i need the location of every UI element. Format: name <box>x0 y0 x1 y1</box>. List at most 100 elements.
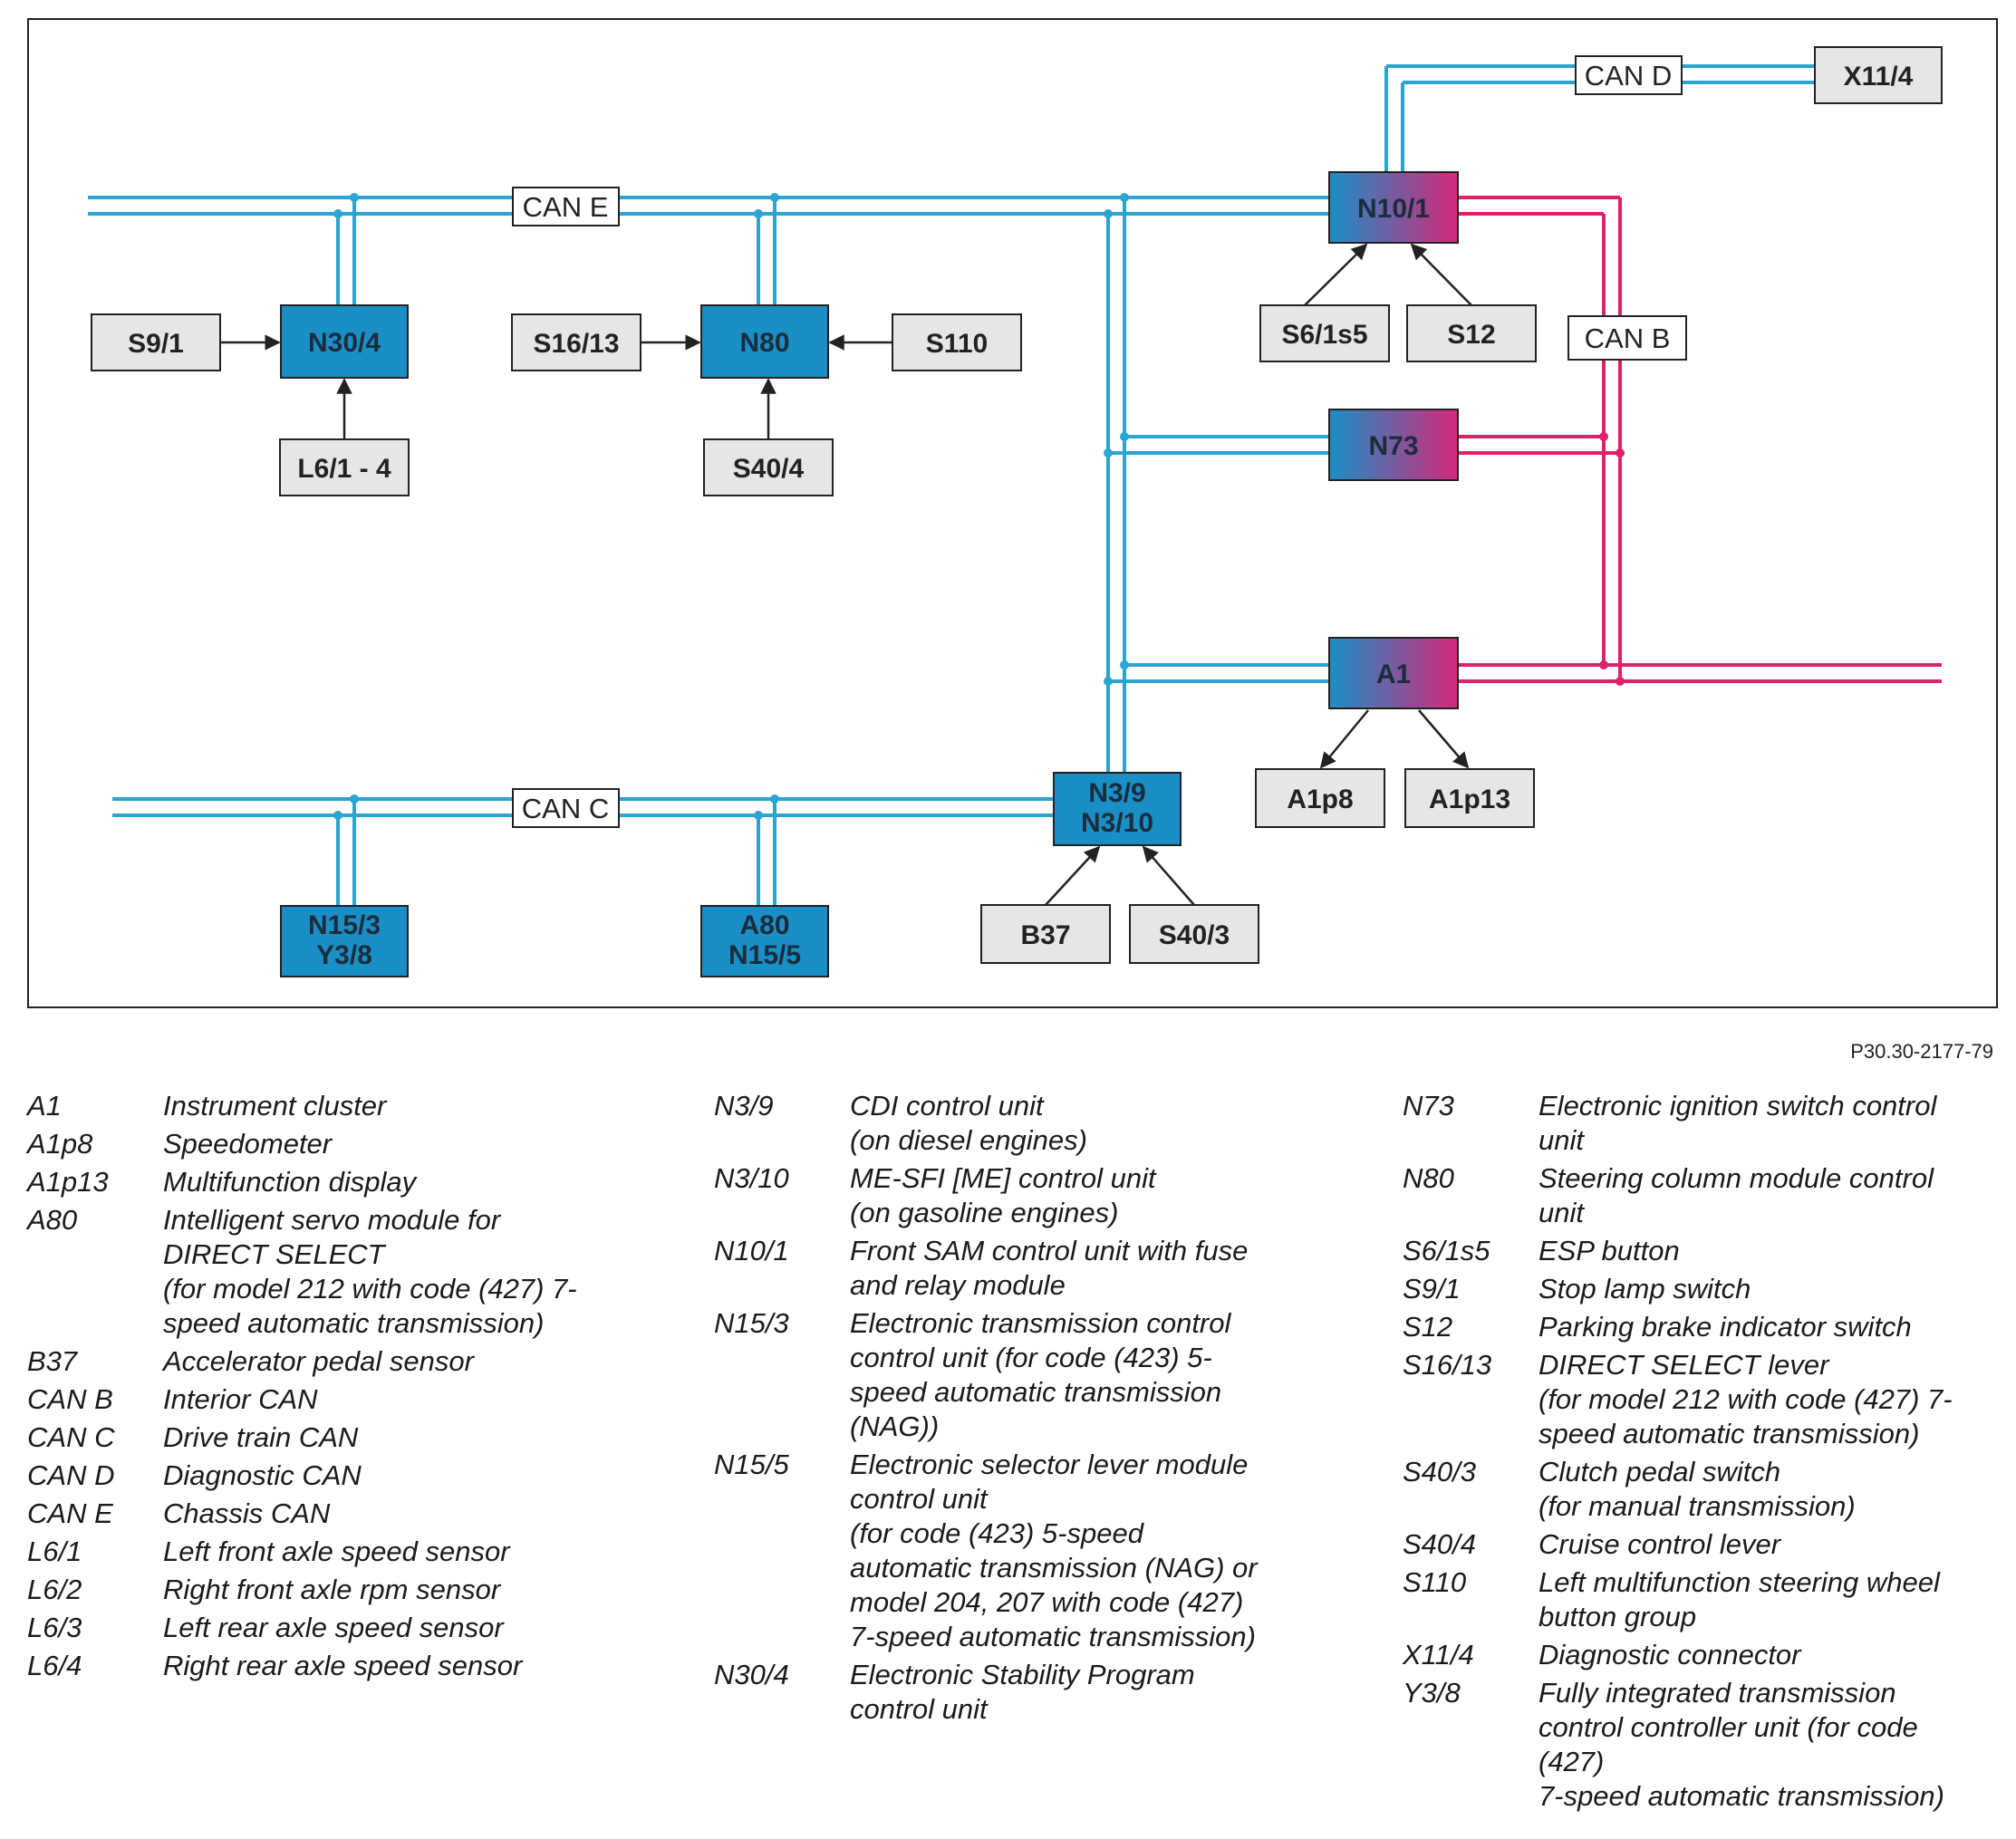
can-e-label: CAN E <box>512 187 620 226</box>
legend-description: Clutch pedal switch (for manual transmis… <box>1539 1456 1856 1522</box>
legend-code: N10/1 <box>714 1235 789 1266</box>
figure-reference: P30.30-2177-79 <box>1850 1040 1993 1063</box>
legend-item: CAN E Chassis CAN <box>27 1497 661 1531</box>
legend-description: Electronic transmission control control … <box>850 1307 1231 1442</box>
component-l6-1-4: L6/1 - 4 <box>279 438 410 496</box>
svg-text:N80: N80 <box>739 328 789 358</box>
legend-item: L6/4 Right rear axle speed sensor <box>27 1649 661 1683</box>
legend-code: N80 <box>1403 1162 1454 1194</box>
svg-text:S110: S110 <box>926 329 988 359</box>
legend-description: Drive train CAN <box>163 1421 359 1453</box>
legend-code: A1p13 <box>27 1166 109 1198</box>
component-s6-1s5: S6/1s5 <box>1259 304 1390 362</box>
can-d-label: CAN D <box>1575 55 1683 95</box>
legend-description: ESP button <box>1539 1235 1680 1266</box>
legend-code: N3/9 <box>714 1090 774 1122</box>
legend-description: Interior CAN <box>163 1383 318 1415</box>
component-a1p13: A1p13 <box>1404 768 1535 828</box>
legend-code: N73 <box>1403 1090 1454 1122</box>
svg-text:N15/5: N15/5 <box>728 940 801 970</box>
module-n15-3-y3-8: N15/3 Y3/8 <box>280 905 409 977</box>
can-b-label: CAN B <box>1567 315 1687 361</box>
svg-text:A1p8: A1p8 <box>1287 785 1353 814</box>
legend-description: Instrument cluster <box>163 1090 387 1122</box>
svg-text:S40/3: S40/3 <box>1159 920 1230 950</box>
legend-item: N10/1 Front SAM control unit with fuse an… <box>714 1234 1348 1303</box>
svg-text:N73: N73 <box>1368 431 1418 461</box>
svg-text:N3/9: N3/9 <box>1088 778 1145 808</box>
legend-item: CAN C Drive train CAN <box>27 1420 661 1455</box>
legend-description: Electronic ignition switch control unit <box>1539 1090 1937 1156</box>
svg-text:A1: A1 <box>1376 660 1411 689</box>
legend-description: Accelerator pedal sensor <box>163 1345 474 1377</box>
legend-description: Stop lamp switch <box>1539 1273 1751 1305</box>
can-b-bus <box>1458 196 1942 683</box>
svg-text:CAN B: CAN B <box>1585 323 1671 354</box>
legend-description: Left rear axle speed sensor <box>163 1612 504 1643</box>
legend-item: N73 Electronic ignition switch control un… <box>1403 1089 2016 1158</box>
svg-text:S16/13: S16/13 <box>533 329 619 359</box>
legend-code: B37 <box>27 1345 78 1377</box>
legend-code: A1 <box>27 1090 62 1122</box>
legend-code: N30/4 <box>714 1659 789 1690</box>
legend-code: A1p8 <box>27 1128 93 1160</box>
legend-item: A1 Instrument cluster <box>27 1089 661 1123</box>
component-a1p8: A1p8 <box>1255 768 1385 828</box>
svg-text:CAN E: CAN E <box>523 191 609 223</box>
module-a80-n15-5: A80 N15/5 <box>700 905 829 977</box>
svg-text:S12: S12 <box>1447 320 1495 350</box>
legend-item: N15/3 Electronic transmission control con… <box>714 1306 1348 1444</box>
legend-code: Y3/8 <box>1403 1677 1461 1709</box>
svg-text:S6/1s5: S6/1s5 <box>1281 320 1367 350</box>
can-network-diagram: CAN E CAN C CAN D CAN B N30/4 N80 N3/9 N… <box>88 46 1943 977</box>
legend-description: Left front axle speed sensor <box>163 1536 510 1567</box>
module-n10-1: N10/1 <box>1328 171 1459 244</box>
legend-description: Steering column module control unit <box>1539 1162 1934 1228</box>
legend-description: Front SAM control unit with fuse and rel… <box>850 1235 1249 1301</box>
svg-text:N3/10: N3/10 <box>1081 808 1153 838</box>
legend-code: N15/3 <box>714 1307 789 1339</box>
svg-text:N30/4: N30/4 <box>308 328 381 358</box>
legend-description: Diagnostic CAN <box>163 1459 362 1491</box>
signal-arrows <box>220 243 1472 906</box>
legend-description: Electronic selector lever module control… <box>850 1449 1258 1652</box>
legend-description: Right front axle rpm sensor <box>163 1574 501 1605</box>
legend-description: Right rear axle speed sensor <box>163 1650 523 1681</box>
legend-code: L6/4 <box>27 1650 82 1681</box>
legend-description: Diagnostic connector <box>1539 1639 1801 1671</box>
legend-item: B37 Accelerator pedal sensor <box>27 1344 661 1379</box>
component-s16-13: S16/13 <box>511 313 641 371</box>
svg-text:L6/1 - 4: L6/1 - 4 <box>297 454 391 484</box>
legend-description: Chassis CAN <box>163 1497 331 1529</box>
svg-text:A80: A80 <box>739 910 789 940</box>
legend-description: Fully integrated transmission control co… <box>1539 1677 1944 1812</box>
legend-code: S40/3 <box>1403 1456 1477 1488</box>
component-b37: B37 <box>980 904 1111 964</box>
component-s12: S12 <box>1406 304 1537 362</box>
svg-text:N15/3: N15/3 <box>308 910 381 940</box>
legend-code: CAN C <box>27 1421 115 1453</box>
svg-text:CAN C: CAN C <box>522 793 609 824</box>
legend-code: S16/13 <box>1403 1349 1492 1381</box>
module-a1: A1 <box>1328 637 1459 709</box>
legend-code: L6/1 <box>27 1536 82 1567</box>
legend-code: CAN E <box>27 1497 113 1529</box>
component-x11-4: X11/4 <box>1814 46 1943 104</box>
legend-code: A80 <box>27 1204 78 1236</box>
can-e-bus <box>88 196 1329 305</box>
svg-text:Y3/8: Y3/8 <box>316 940 372 970</box>
module-n30-4: N30/4 <box>280 304 409 379</box>
